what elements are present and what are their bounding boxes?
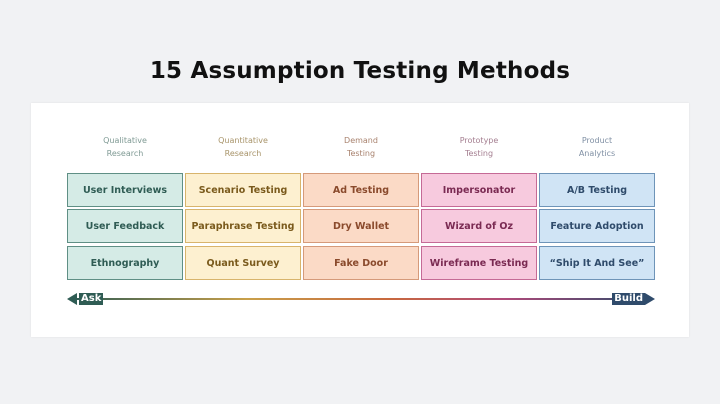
build-label: Build xyxy=(612,293,645,305)
page-title: 15 Assumption Testing Methods xyxy=(149,58,571,84)
method-cell: Fake Door xyxy=(303,246,419,280)
method-cell: Scenario Testing xyxy=(185,173,301,207)
ask-label: Ask xyxy=(79,293,104,305)
axis-line xyxy=(75,298,647,300)
column-header-line: Research xyxy=(106,149,144,158)
method-cell: Feature Adoption xyxy=(539,209,655,243)
column-header-line: Prototype xyxy=(459,136,499,145)
column-header-line: Qualitative xyxy=(103,136,147,145)
method-cell: “Ship It And See” xyxy=(539,246,655,280)
method-cell: Ad Testing xyxy=(303,173,419,207)
method-cell: User Interviews xyxy=(67,173,183,207)
column-header-line: Testing xyxy=(464,149,494,158)
method-cell: A/B Testing xyxy=(539,173,655,207)
method-cell: Quant Survey xyxy=(185,246,301,280)
method-cell: User Feedback xyxy=(67,209,183,243)
arrow-right-icon xyxy=(645,293,655,305)
method-cell: Impersonator xyxy=(421,173,537,207)
column-header-line: Testing xyxy=(346,149,376,158)
column-header-line: Research xyxy=(224,149,262,158)
method-cell: Wizard of Oz xyxy=(421,209,537,243)
column-header-line: Analytics xyxy=(578,149,616,158)
method-cell: Wireframe Testing xyxy=(421,246,537,280)
column-header-line: Product xyxy=(581,136,613,145)
column-header-line: Demand xyxy=(344,136,378,145)
arrow-left-icon xyxy=(67,293,77,305)
ask-build-axis: Ask Build xyxy=(67,292,655,305)
method-cell: Dry Wallet xyxy=(303,209,419,243)
column-header-line: Quantitative xyxy=(218,136,268,145)
method-cell: Paraphrase Testing xyxy=(185,209,301,243)
method-cell: Ethnography xyxy=(67,246,183,280)
